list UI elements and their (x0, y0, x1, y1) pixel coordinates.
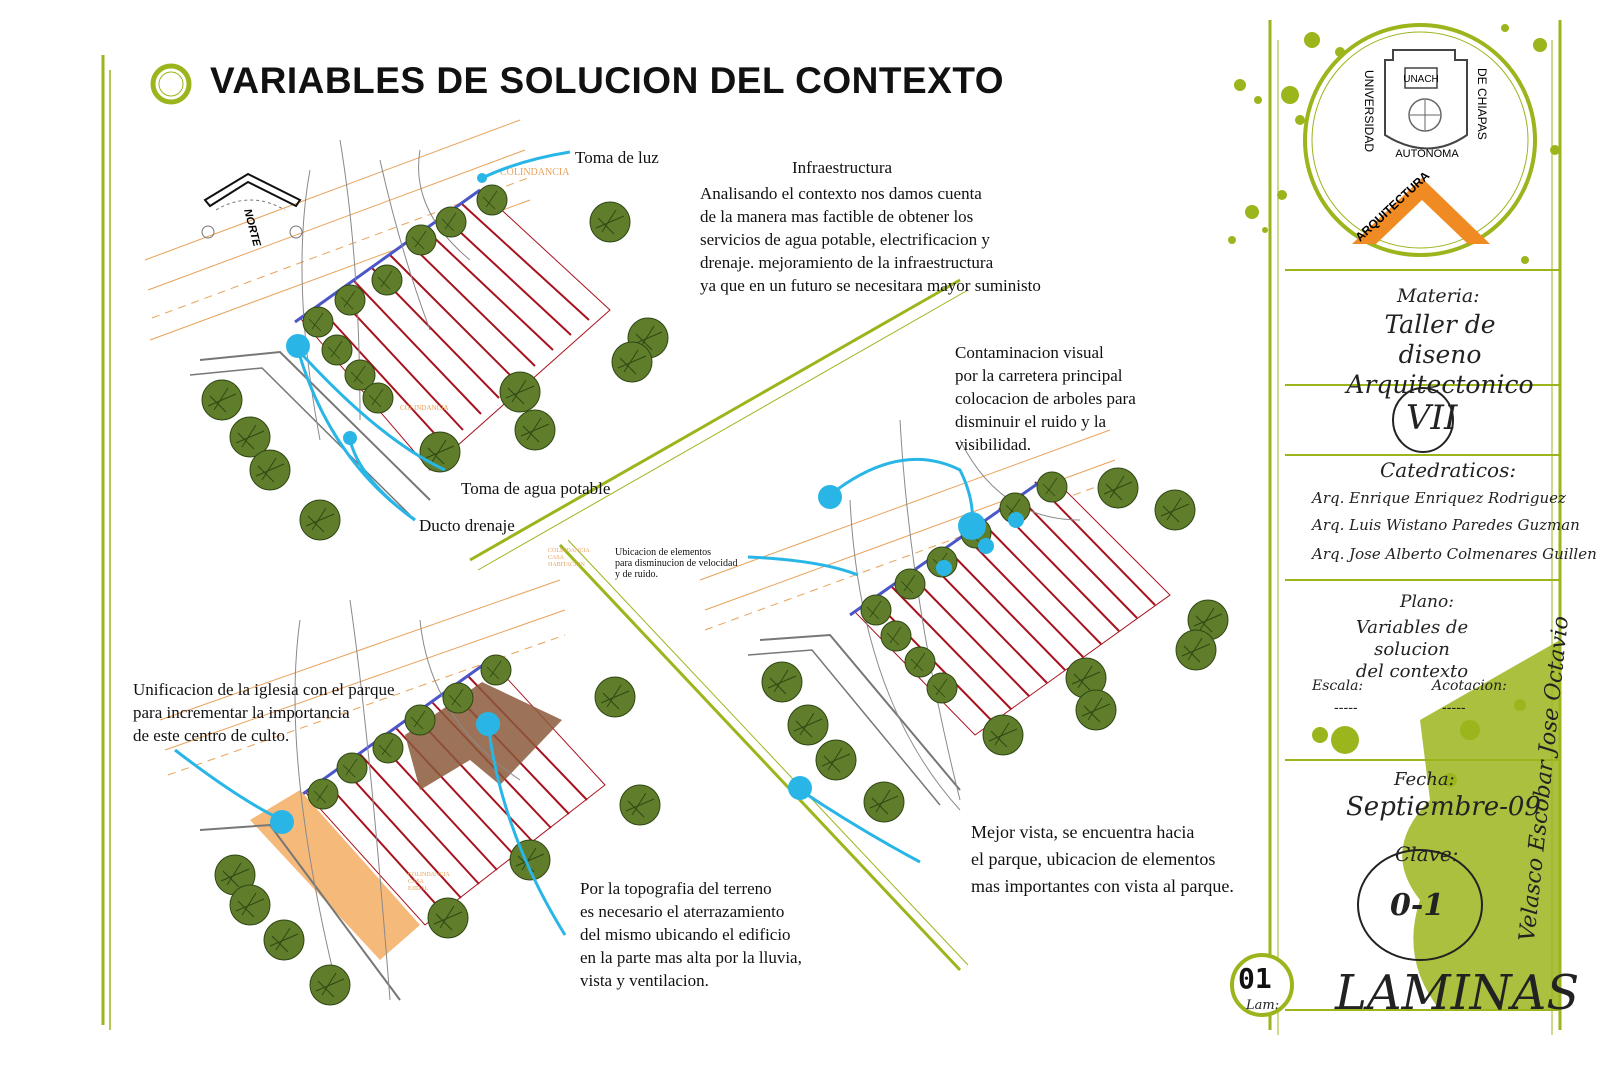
plan1-colindancia-label: COLINDANCIA (500, 167, 570, 178)
acotacion-label: Acotacion: (1432, 678, 1507, 694)
note-unificacion: Unificacion de la iglesia con el parque … (133, 680, 395, 745)
university-bottom-text: AUTONOMA (1395, 148, 1459, 160)
catedratico-3: Arq. Jose Alberto Colmenares Guillen (1312, 545, 1597, 563)
note-ubicacion: Ubicacion de elementos para disminucion … (615, 547, 738, 580)
university-top-text: UNIVERSIDAD (1362, 70, 1376, 152)
view-marker (788, 776, 812, 800)
note-topografia: Por la topografia del terreno es necesar… (580, 879, 802, 990)
plan-label-habitacion: COLINDANCIA CASA HABITACION (548, 548, 590, 568)
site-plan-3 (699, 419, 1229, 864)
unach-logo-text: UNACH (1403, 74, 1439, 85)
site-plan-1: COLINDANCIA COLINDANCIA NORTE (144, 119, 669, 541)
site-plan-2 (159, 579, 661, 1006)
fecha-value: Septiembre-09 (1346, 792, 1541, 822)
plano-value: Variables de solucion del contexto (1355, 617, 1469, 682)
plan1-colindancia-ejidal: COLINDANCIA (400, 404, 449, 412)
note-infra-body: Analisando el contexto nos damos cuenta … (700, 184, 1041, 295)
clave-oval (1357, 849, 1483, 961)
university-crest-icon: UNACH UNIVERSIDAD DE CHIAPAS AUTONOMA (1362, 49, 1489, 160)
park-union-marker (270, 810, 294, 834)
note-infra-heading: Infraestructura (792, 158, 893, 177)
catedratico-1: Arq. Enrique Enriquez Rodriguez (1312, 489, 1566, 507)
plano-label: Plano: (1400, 592, 1454, 612)
fecha-label: Fecha: (1394, 769, 1455, 790)
clave-value: 0-1 (1390, 888, 1445, 923)
note-toma-agua: Toma de agua potable (461, 479, 611, 498)
left-border-lines (101, 55, 111, 1030)
note-ducto-drenaje: Ducto drenaje (419, 516, 515, 535)
tree-barrier-marker (958, 512, 986, 540)
title-ring-icon (150, 63, 192, 105)
north-arrow-icon: NORTE (201, 172, 303, 249)
acotacion-value: ----- (1442, 700, 1466, 716)
lam-ring-icon (1230, 953, 1294, 1017)
catedraticos-label: Catedraticos: (1380, 458, 1517, 482)
materia-value: Taller de diseno Arquitectonico (1346, 310, 1534, 399)
escala-value: ----- (1334, 700, 1358, 716)
school-label: ARQUITECTURA (1352, 168, 1432, 244)
park-area (250, 790, 420, 960)
semester-oval (1392, 387, 1454, 453)
page-title: VARIABLES DE SOLUCION DEL CONTEXTO (210, 60, 1005, 101)
paint-splatter (1228, 24, 1560, 1010)
note-mejor-vista: Mejor vista, se encuentra hacia el parqu… (971, 822, 1234, 896)
terrace-marker (476, 712, 500, 736)
visual-pollution-marker (818, 485, 842, 509)
note-contaminacion: Contaminacion visual por la carretera pr… (955, 343, 1136, 454)
note-toma-luz: Toma de luz (575, 148, 659, 167)
laminas-label: LAMINAS (1335, 965, 1580, 1021)
water-connection-marker (343, 431, 357, 445)
church-building (405, 682, 562, 790)
university-right-text: DE CHIAPAS (1475, 68, 1489, 140)
catedratico-2: Arq. Luis Wistano Paredes Guzman (1312, 516, 1580, 534)
materia-label: Materia: (1397, 285, 1480, 307)
semester-value: VII (1406, 398, 1458, 438)
electric-connection-marker (286, 334, 310, 358)
escala-label: Escala: (1312, 678, 1364, 694)
arquitectura-logo-icon: ARQUITECTURA (1352, 168, 1490, 244)
plan-label-ejidal: COLINDANCIA CASA EJIDAL (408, 872, 450, 892)
lam-number: 01 (1238, 962, 1272, 995)
north-label: NORTE (241, 208, 263, 249)
clave-label: Clave: (1395, 842, 1459, 866)
light-connection-marker (477, 173, 487, 183)
lam-label: Lam: (1246, 998, 1280, 1013)
diagonal-separator-lines (469, 278, 969, 972)
